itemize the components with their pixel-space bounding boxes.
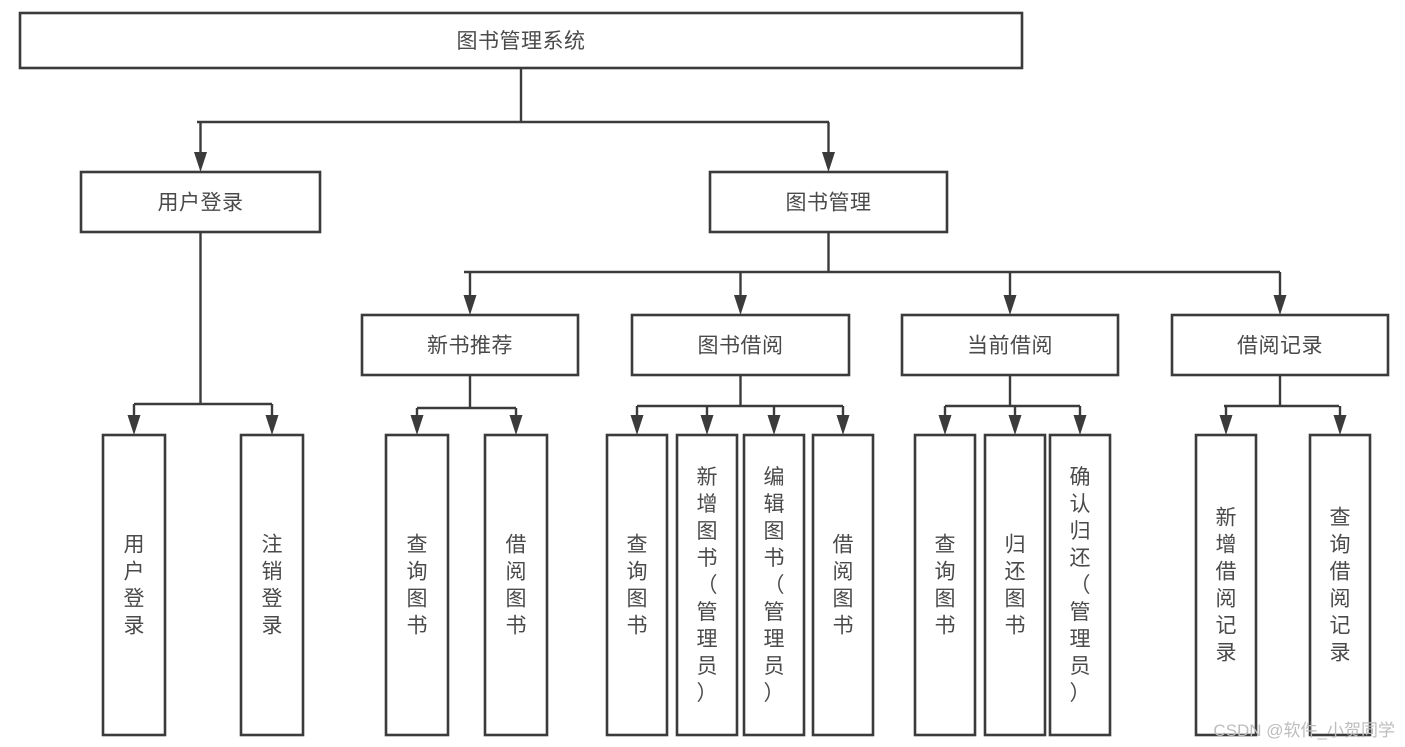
node-label: 当前借阅 bbox=[967, 335, 1053, 358]
node-box bbox=[384, 433, 450, 737]
diagram-node-leaf-user-login[interactable]: 用户登录 bbox=[101, 433, 167, 737]
node-box bbox=[1170, 313, 1390, 377]
node-box bbox=[900, 313, 1120, 377]
node-box bbox=[742, 433, 806, 737]
node-box bbox=[101, 433, 167, 737]
diagram-node-new-book-rec[interactable]: 新书推荐 bbox=[360, 313, 580, 377]
diagram-node-leaf-borrow-book-2[interactable]: 借阅图书 bbox=[811, 433, 875, 737]
arrow-head-icon bbox=[630, 415, 644, 435]
node-label: 查询图书 bbox=[627, 533, 648, 637]
node-box bbox=[708, 170, 949, 234]
node-box bbox=[1308, 433, 1372, 737]
diagram-node-leaf-edit-book[interactable]: 编辑图书（管理员） bbox=[742, 433, 806, 737]
node-box bbox=[913, 433, 977, 737]
node-label: 借阅记录 bbox=[1237, 335, 1323, 358]
arrow-head-icon bbox=[1219, 415, 1233, 435]
node-label: 用户登录 bbox=[158, 192, 244, 215]
arrow-head-icon bbox=[734, 295, 747, 315]
diagram-node-leaf-add-record[interactable]: 新增借阅记录 bbox=[1194, 433, 1258, 737]
node-box bbox=[1048, 433, 1112, 737]
node-label: 图书借阅 bbox=[698, 335, 784, 358]
node-label: 新增图书（管理员） bbox=[697, 466, 718, 705]
node-label: 查询图书 bbox=[935, 533, 956, 637]
arrow-head-icon bbox=[463, 295, 477, 315]
diagram-node-leaf-user-logout[interactable]: 注销登录 bbox=[239, 433, 305, 737]
arrow-head-icon bbox=[822, 152, 835, 172]
node-box bbox=[675, 433, 739, 737]
node-box bbox=[360, 313, 580, 377]
arrow-head-icon bbox=[1003, 295, 1017, 315]
node-box bbox=[630, 313, 851, 377]
node-label: 新增借阅记录 bbox=[1216, 506, 1237, 664]
diagram-node-book-manage[interactable]: 图书管理 bbox=[708, 170, 949, 234]
node-box bbox=[811, 433, 875, 737]
diagram-node-user-login[interactable]: 用户登录 bbox=[79, 170, 322, 234]
node-box bbox=[18, 11, 1024, 70]
connector-layer bbox=[127, 68, 1347, 435]
node-label: 借阅图书 bbox=[506, 533, 527, 637]
arrow-head-icon bbox=[1273, 295, 1287, 315]
node-label: 注销登录 bbox=[262, 533, 283, 637]
node-layer: 图书管理系统用户登录图书管理新书推荐图书借阅当前借阅借阅记录用户登录注销登录查询… bbox=[18, 11, 1390, 737]
diagram-node-leaf-query-book-1[interactable]: 查询图书 bbox=[384, 433, 450, 737]
arrow-head-icon bbox=[700, 415, 714, 435]
csdn-watermark: CSDN @软件_小贺同学 bbox=[1213, 721, 1395, 740]
arrow-head-icon bbox=[265, 415, 279, 435]
diagram-node-leaf-return-book[interactable]: 归还图书 bbox=[983, 433, 1047, 737]
arrow-head-icon bbox=[194, 152, 207, 172]
node-box bbox=[983, 433, 1047, 737]
node-label: 图书管理系统 bbox=[457, 30, 586, 53]
diagram-node-root[interactable]: 图书管理系统 bbox=[18, 11, 1024, 70]
node-box bbox=[605, 433, 669, 737]
node-label: 确认归还（管理员） bbox=[1070, 466, 1091, 705]
diagram-node-borrow-record[interactable]: 借阅记录 bbox=[1170, 313, 1390, 377]
diagram-node-leaf-add-book[interactable]: 新增图书（管理员） bbox=[675, 433, 739, 737]
node-label: 图书管理 bbox=[786, 192, 872, 215]
node-label: 查询图书 bbox=[407, 533, 428, 637]
arrow-head-icon bbox=[410, 415, 424, 435]
diagram-node-book-borrow[interactable]: 图书借阅 bbox=[630, 313, 851, 377]
arrow-head-icon bbox=[1333, 415, 1347, 435]
node-box bbox=[1194, 433, 1258, 737]
node-box bbox=[483, 433, 549, 737]
arrow-head-icon bbox=[836, 415, 850, 435]
node-label: 借阅图书 bbox=[833, 533, 854, 637]
node-box bbox=[79, 170, 322, 234]
diagram-node-leaf-query-record[interactable]: 查询借阅记录 bbox=[1308, 433, 1372, 737]
arrow-head-icon bbox=[938, 415, 952, 435]
node-label: 编辑图书（管理员） bbox=[764, 466, 785, 705]
diagram-node-leaf-query-book-3[interactable]: 查询图书 bbox=[913, 433, 977, 737]
node-label: 归还图书 bbox=[1005, 533, 1026, 637]
arrow-head-icon bbox=[1008, 415, 1022, 435]
node-box bbox=[239, 433, 305, 737]
diagram-node-leaf-borrow-book-1[interactable]: 借阅图书 bbox=[483, 433, 549, 737]
node-label: 查询借阅记录 bbox=[1330, 506, 1351, 664]
arrow-head-icon bbox=[509, 415, 523, 435]
arrow-head-icon bbox=[767, 415, 781, 435]
diagram-node-current-borrow[interactable]: 当前借阅 bbox=[900, 313, 1120, 377]
arrow-head-icon bbox=[1073, 415, 1087, 435]
diagram-node-leaf-confirm-return[interactable]: 确认归还（管理员） bbox=[1048, 433, 1112, 737]
node-label: 用户登录 bbox=[124, 533, 145, 637]
diagram-node-leaf-query-book-2[interactable]: 查询图书 bbox=[605, 433, 669, 737]
node-label: 新书推荐 bbox=[427, 335, 513, 358]
arrow-head-icon bbox=[127, 415, 141, 435]
